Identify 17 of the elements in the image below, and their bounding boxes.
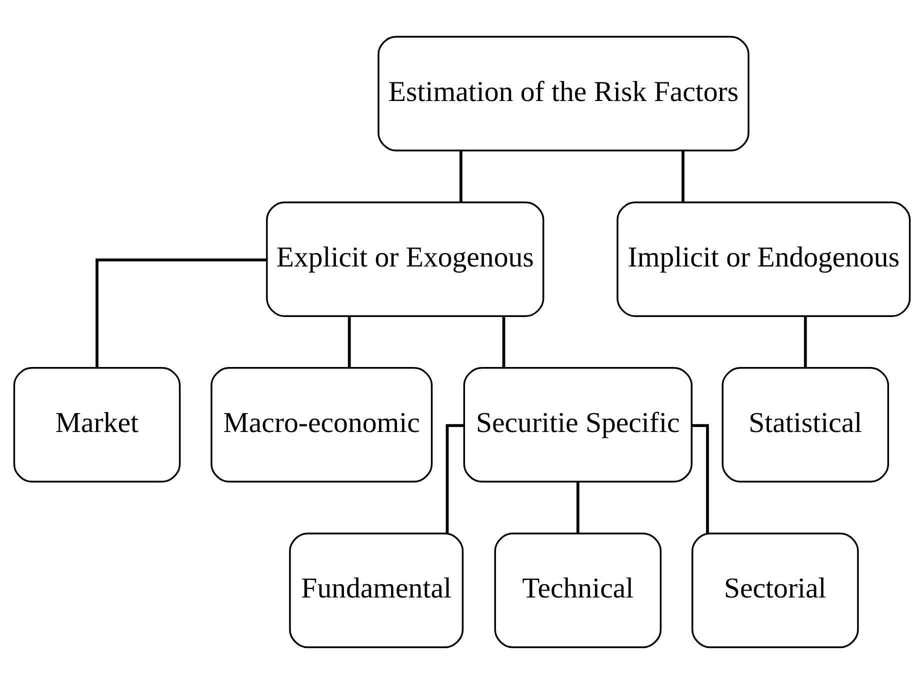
connector (682, 150, 684, 202)
connector (576, 482, 580, 534)
node-box: Sectorial (692, 532, 859, 648)
connector (96, 258, 267, 368)
node-box: Fundamental (289, 532, 464, 648)
node-box: Macro-economic (210, 367, 433, 483)
node-box: Implicit or Endogenous (616, 201, 911, 317)
node-box: Technical (494, 532, 662, 648)
connector (804, 316, 807, 368)
connector (348, 316, 351, 368)
node-box: Explicit or Exogenous (266, 201, 544, 317)
node-box: Statistical (722, 367, 890, 483)
node-box: Securitie Specific (463, 367, 693, 483)
node-box: Estimation of the Risk Factors (378, 36, 750, 152)
connector (459, 150, 462, 202)
connector (502, 316, 506, 368)
node-box: Market (13, 367, 181, 483)
